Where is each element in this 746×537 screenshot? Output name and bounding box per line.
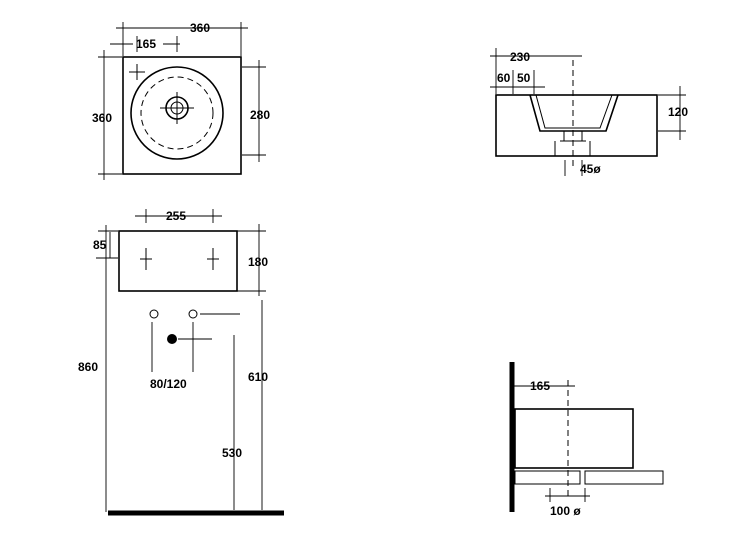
basin-outline-front (118, 230, 238, 292)
dim-bowl-depth: 280 (250, 108, 270, 122)
bowl-profile (529, 94, 619, 132)
dim-front-height: 180 (248, 255, 268, 269)
basin-outline-side (514, 408, 634, 469)
section-view: 230 60 50 120 45ø (490, 48, 688, 176)
waste-pipe-left (514, 470, 581, 485)
bowl-inner-profile (535, 94, 613, 129)
side-view: 165 100 ø (509, 362, 664, 518)
basin-outline-top (122, 56, 242, 175)
front-view: 255 85 180 (93, 209, 268, 296)
dim-drain-height: 610 (248, 370, 268, 384)
dim-section-width: 230 (510, 50, 530, 64)
dim-waste-pipe-diameter: 100 ø (550, 504, 581, 518)
waste-pipe-right (584, 470, 664, 485)
dim-supply-height: 530 (222, 446, 242, 460)
dim-top-width: 360 (190, 21, 210, 35)
dim-front-offset: 85 (93, 238, 107, 252)
dim-top-depth: 360 (92, 111, 112, 125)
drain-outlet (167, 334, 177, 344)
dim-drain-diameter: 80/120 (150, 377, 187, 391)
dim-tap-offset: 165 (136, 37, 156, 51)
dim-waste-diameter: 45ø (580, 162, 601, 176)
basin-outline-section (495, 94, 658, 157)
bowl-outer-circle (130, 66, 224, 160)
installation-heights: 80/120 610 530 860 (78, 225, 284, 516)
bowl-inner-circle (140, 76, 214, 150)
dim-bowl-height: 120 (668, 105, 688, 119)
top-view: 360 165 360 280 (92, 21, 270, 180)
dim-offset-b: 50 (517, 71, 531, 85)
supply-valve-left (149, 309, 159, 319)
dim-wall-offset: 165 (530, 379, 550, 393)
dim-offset-a: 60 (497, 71, 511, 85)
supply-valve-right (188, 309, 198, 319)
dim-tap-spacing: 255 (166, 209, 186, 223)
dim-total-height: 860 (78, 360, 98, 374)
